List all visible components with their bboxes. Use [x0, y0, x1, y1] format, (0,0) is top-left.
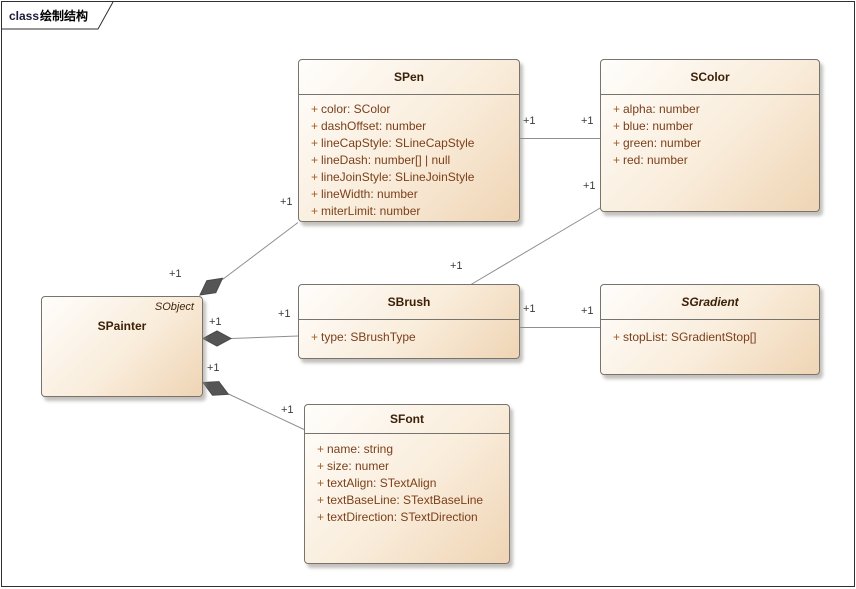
- class-box-sgradient[interactable]: SGradient +stopList: SGradientStop[]: [600, 284, 820, 375]
- class-name: SBrush: [299, 285, 519, 320]
- attribute-row: +textAlign: STextAlign: [305, 475, 509, 492]
- visibility-marker: +: [317, 476, 325, 490]
- frame-title-tab: class绘制结构: [2, 2, 112, 29]
- visibility-marker: +: [311, 102, 319, 116]
- class-box-sbrush[interactable]: SBrush +type: SBrushType: [298, 284, 520, 359]
- visibility-marker: +: [311, 204, 319, 218]
- class-name: SFont: [305, 405, 509, 434]
- attribute-row: +stopList: SGradientStop[]: [601, 329, 819, 346]
- attribute-text: lineCapStyle: SLineCapStyle: [321, 136, 475, 150]
- class-box-spainter[interactable]: SObject SPainter: [41, 296, 203, 397]
- attribute-text: textDirection: STextDirection: [327, 510, 478, 524]
- attribute-text: lineWidth: number: [321, 187, 418, 201]
- visibility-marker: +: [311, 153, 319, 167]
- attribute-text: stopList: SGradientStop[]: [623, 330, 757, 344]
- composition-line-spainter-sfont: [228, 393, 305, 430]
- visibility-marker: +: [311, 170, 319, 184]
- attribute-text: type: SBrushType: [321, 330, 416, 344]
- attribute-text: size: numer: [327, 459, 390, 473]
- attribute-text: dashOffset: number: [321, 119, 427, 133]
- attribute-text: alpha: number: [623, 102, 700, 116]
- attribute-row: +blue: number: [601, 118, 819, 135]
- class-name: SPen: [299, 60, 519, 95]
- visibility-marker: +: [613, 102, 621, 116]
- class-name: SPainter: [97, 319, 147, 333]
- attribute-text: textBaseLine: STextBaseLine: [327, 493, 484, 507]
- composition-diamond-icon: [202, 381, 230, 396]
- attribute-row: +lineCapStyle: SLineCapStyle: [299, 135, 519, 152]
- multiplicity-label: +1: [450, 260, 463, 272]
- multiplicity-label: +1: [169, 268, 182, 280]
- composition-line-spainter-sbrush: [230, 335, 299, 339]
- class-name: SGradient: [601, 285, 819, 320]
- attribute-text: textAlign: STextAlign: [327, 476, 437, 490]
- visibility-marker: +: [311, 119, 319, 133]
- class-box-sfont[interactable]: SFont +name: string +size: numer +textAl…: [304, 404, 510, 564]
- visibility-marker: +: [317, 510, 325, 524]
- attribute-text: color: SColor: [321, 102, 391, 116]
- visibility-marker: +: [613, 136, 621, 150]
- attribute-text: lineJoinStyle: SLineJoinStyle: [321, 170, 475, 184]
- attribute-row: +textBaseLine: STextBaseLine: [305, 492, 509, 509]
- visibility-marker: +: [317, 459, 325, 473]
- multiplicity-label: +1: [207, 362, 220, 374]
- multiplicity-label: +1: [581, 115, 594, 127]
- attribute-text: name: string: [327, 442, 394, 456]
- attribute-row: +lineJoinStyle: SLineJoinStyle: [299, 169, 519, 186]
- attribute-text: green: number: [623, 136, 702, 150]
- visibility-marker: +: [311, 187, 319, 201]
- multiplicity-label: +1: [583, 180, 596, 192]
- attribute-row: +type: SBrushType: [299, 329, 519, 346]
- attribute-row: +color: SColor: [299, 101, 519, 118]
- attribute-row: +red: number: [601, 152, 819, 169]
- visibility-marker: +: [311, 136, 319, 150]
- visibility-marker: +: [613, 330, 621, 344]
- attribute-row: +green: number: [601, 135, 819, 152]
- visibility-marker: +: [613, 153, 621, 167]
- attribute-row: +textDirection: STextDirection: [305, 509, 509, 526]
- multiplicity-label: +1: [278, 308, 291, 320]
- visibility-marker: +: [317, 442, 325, 456]
- class-box-scolor[interactable]: SColor +alpha: number +blue: number +gre…: [600, 59, 820, 212]
- multiplicity-label: +1: [581, 305, 594, 317]
- attribute-row: +dashOffset: number: [299, 118, 519, 135]
- visibility-marker: +: [317, 493, 325, 507]
- stereotype-label: SObject: [154, 301, 194, 313]
- multiplicity-label: +1: [523, 115, 536, 127]
- frame-diagram-name: 绘制结构: [40, 9, 89, 23]
- multiplicity-label: +1: [523, 303, 536, 315]
- attribute-text: lineDash: number[] | null: [321, 153, 451, 167]
- attribute-row: +miterLimit: number: [299, 203, 519, 220]
- composition-diamond-icon: [199, 277, 224, 296]
- visibility-marker: +: [311, 330, 319, 344]
- composition-diamond-icon: [201, 330, 233, 347]
- attribute-row: +size: numer: [305, 458, 509, 475]
- attribute-row: +lineDash: number[] | null: [299, 152, 519, 169]
- multiplicity-label: +1: [209, 316, 222, 328]
- multiplicity-label: +1: [280, 196, 293, 208]
- attribute-text: blue: number: [623, 119, 694, 133]
- attribute-row: +lineWidth: number: [299, 186, 519, 203]
- attribute-text: miterLimit: number: [321, 204, 421, 218]
- class-box-spen[interactable]: SPen +color: SColor +dashOffset: number …: [298, 59, 520, 222]
- multiplicity-label: +1: [281, 404, 294, 416]
- composition-line-spainter-spen: [222, 222, 299, 280]
- association-line-sbrush-scolor: [470, 207, 602, 285]
- attribute-row: +alpha: number: [601, 101, 819, 118]
- frame-tab-outline: [2, 2, 114, 30]
- frame-keyword: class: [9, 9, 40, 23]
- attribute-text: red: number: [623, 153, 688, 167]
- class-name: SColor: [601, 60, 819, 95]
- attribute-row: +name: string: [305, 441, 509, 458]
- visibility-marker: +: [613, 119, 621, 133]
